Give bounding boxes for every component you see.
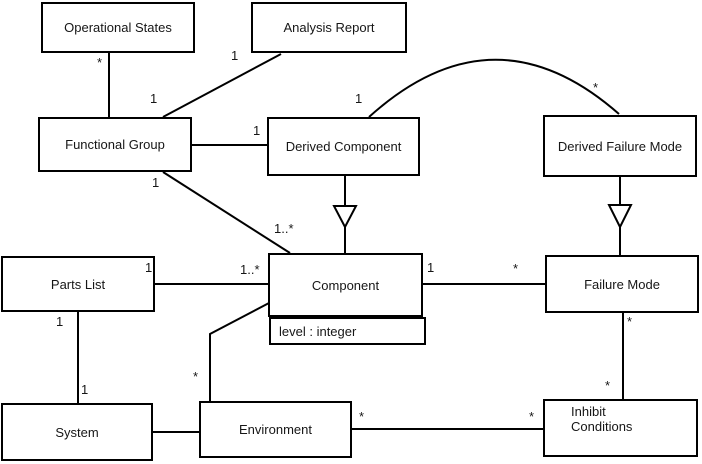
class-environment: Environment [199, 401, 352, 458]
edge-functional-group-component [162, 171, 291, 254]
class-name-label: Derived Failure Mode [557, 138, 683, 154]
class-name-label: Functional Group [65, 137, 165, 152]
class-name-label: Failure Mode [584, 276, 660, 292]
class-name-label: Parts List [50, 276, 106, 292]
class-name-label-line1: Inhibit [571, 404, 606, 419]
class-component: Component [268, 253, 423, 317]
multiplicity-functional-group-derived-component-end: 1 [253, 123, 261, 138]
multiplicity-parts-list-component-target-end: 1..* [240, 262, 260, 277]
multiplicity-failure-mode-inhibit-target-end: * [605, 378, 611, 393]
multiplicity-analysis-report-end: 1 [231, 48, 239, 63]
attribute-label: level : integer [279, 323, 357, 339]
class-derived-component: Derived Component [267, 117, 420, 176]
multiplicity-parts-list-component-source-end: 1 [145, 260, 153, 275]
multiplicity-component-failure-mode-target-end: * [513, 261, 519, 276]
multiplicity-arc-derived-component-end: 1 [355, 91, 363, 106]
class-component-attribute-compartment: level : integer [269, 317, 426, 345]
class-name-label: Environment [239, 422, 312, 437]
class-functional-group: Functional Group [38, 117, 192, 172]
class-failure-mode: Failure Mode [545, 255, 699, 313]
generalization-arrow-to-failure-mode [607, 204, 633, 230]
multiplicity-environment-component-end: * [193, 369, 199, 384]
multiplicity-parts-list-system-source-end: 1 [56, 314, 64, 329]
multiplicity-component-failure-mode-source-end: 1 [427, 260, 435, 275]
class-inhibit-conditions: Inhibit Conditions [543, 399, 698, 457]
multiplicity-functional-group-analysis-end: 1 [150, 91, 158, 106]
class-name-label: Derived Component [285, 139, 402, 154]
multiplicity-functional-group-component-source-end: 1 [152, 175, 160, 190]
class-system: System [1, 403, 153, 461]
class-derived-failure-mode: Derived Failure Mode [543, 115, 697, 177]
multiplicity-failure-mode-inhibit-source-end: * [627, 314, 633, 329]
edge-analysis-report-functional-group [162, 53, 282, 118]
class-operational-states: Operational States [41, 2, 195, 53]
multiplicity-functional-group-component-target-end: 1..* [274, 221, 294, 236]
class-analysis-report: Analysis Report [251, 2, 407, 53]
multiplicity-parts-list-system-target-end: 1 [81, 382, 89, 397]
multiplicity-environment-inhibit-source-end: * [359, 409, 365, 424]
class-parts-list: Parts List [1, 256, 155, 312]
class-name-label: Analysis Report [283, 20, 375, 35]
class-name-label: Component [311, 277, 380, 293]
multiplicity-operational-states-end: * [97, 55, 103, 70]
multiplicity-arc-derived-failure-mode-end: * [593, 80, 599, 95]
generalization-arrow-to-component [332, 205, 358, 230]
class-name-label: Operational States [64, 20, 172, 35]
class-name-label-line2: Conditions [571, 419, 633, 434]
multiplicity-environment-inhibit-target-end: * [529, 409, 535, 424]
edge-environment-component [209, 302, 270, 401]
edge-derived-component-derived-failure-mode-arc [368, 58, 620, 118]
class-name-label: System [55, 424, 99, 440]
